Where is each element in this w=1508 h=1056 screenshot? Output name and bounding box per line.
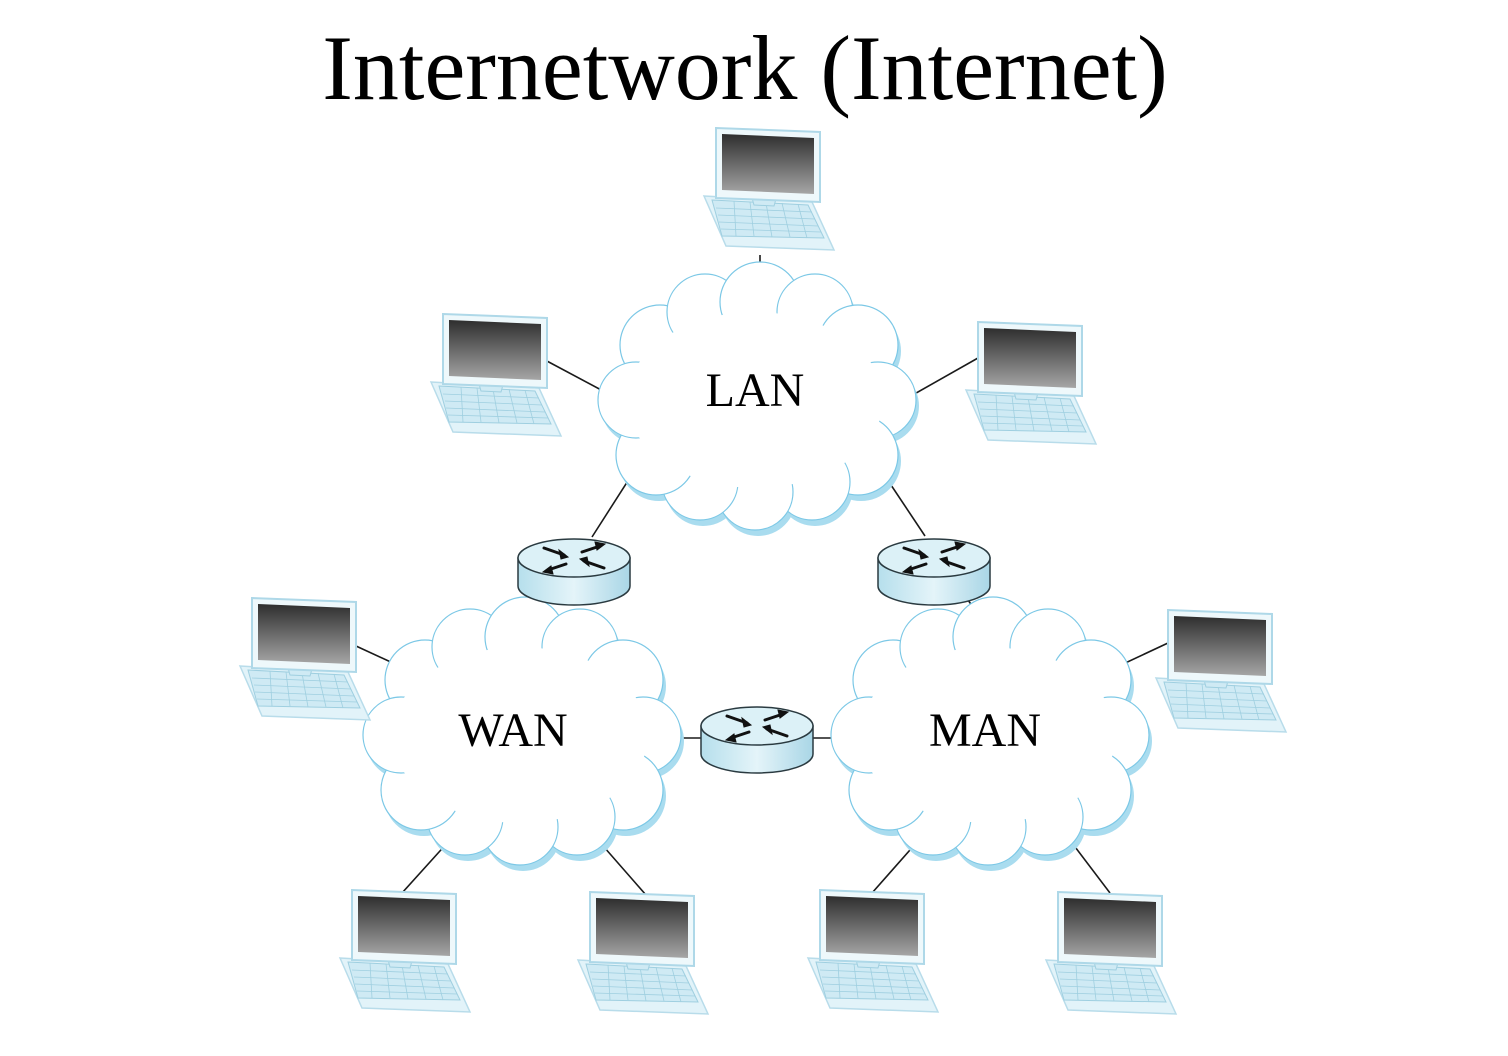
router-icon xyxy=(876,537,992,607)
lan-label: LAN xyxy=(706,364,805,417)
laptop-computer-icon xyxy=(339,889,471,1013)
lan-cloud: LAN xyxy=(597,261,919,536)
laptop-computer-icon xyxy=(430,313,562,437)
laptop-computer-icon xyxy=(807,889,939,1013)
laptop-computer-icon xyxy=(965,321,1097,445)
laptop-computer-icon xyxy=(577,891,709,1015)
man-label: MAN xyxy=(929,704,1041,757)
laptop-computer-icon xyxy=(703,127,835,251)
wan-cloud: WAN xyxy=(362,596,684,871)
wan-label: WAN xyxy=(458,704,567,757)
laptop-computer-icon xyxy=(239,597,371,721)
router-icon xyxy=(699,705,815,775)
laptop-computer-icon xyxy=(1045,891,1177,1015)
page-title: Internetwork (Internet) xyxy=(322,17,1168,119)
laptop-computer-icon xyxy=(1155,609,1287,733)
man-cloud: MAN xyxy=(830,596,1152,871)
router-icon xyxy=(516,537,632,607)
